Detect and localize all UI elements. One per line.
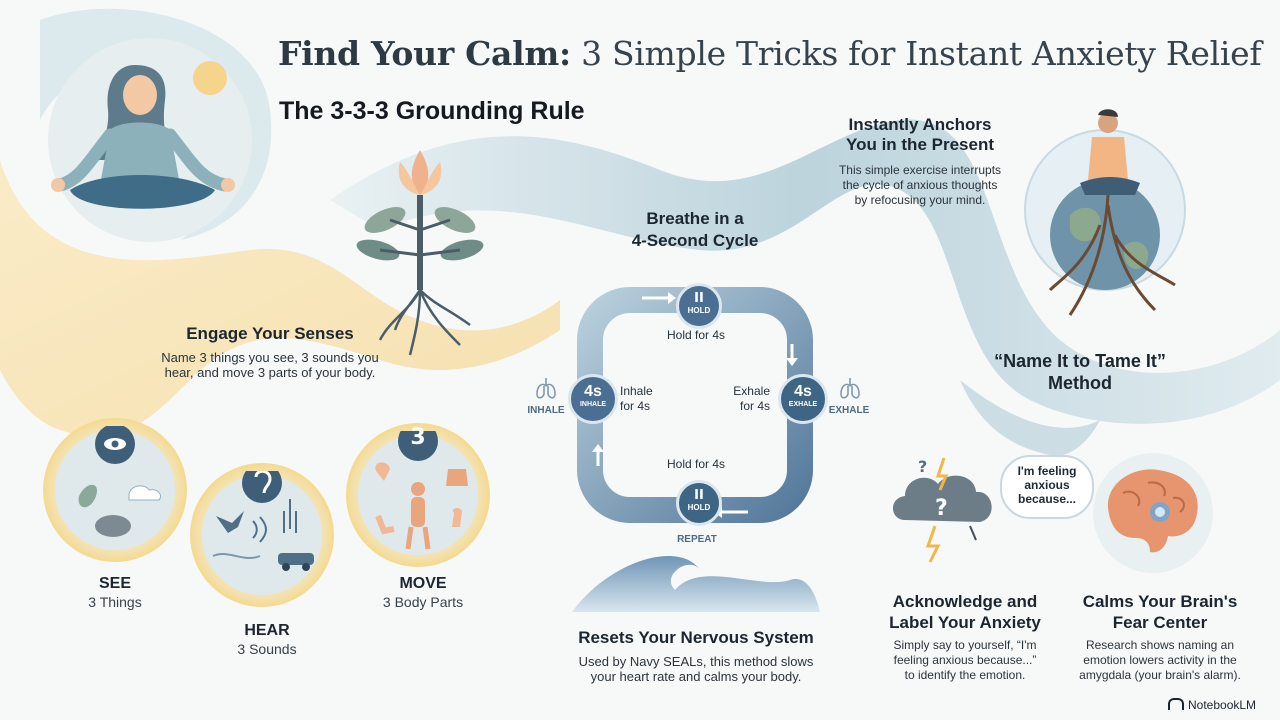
exhale-side-label: EXHALE [828,405,870,416]
move-label: MOVE [399,575,447,592]
hear-circle [198,463,326,599]
shirt-icon [446,469,468,486]
lungs-icon [840,378,860,399]
ear-icon [254,469,272,494]
leaf-icon [78,484,98,508]
stone-icon [95,515,131,537]
hold-bottom-badge: II HOLD [676,480,722,526]
svg-text:?: ? [918,457,927,476]
move-sub: 3 Body Parts [382,594,464,610]
grounding-rule-heading: The 3-3-3 Grounding Rule [279,97,585,125]
name-it-title: “Name It to Tame It”Method [994,351,1166,393]
notebooklm-logo-icon [1168,698,1184,710]
globe-roots-illustration [1048,109,1176,316]
lungs-icon [536,378,556,399]
sound-waves-icon [252,516,267,543]
car-icon [278,553,314,565]
engage-senses-title: Engage Your Senses [186,324,354,343]
pause-icon: II [694,488,704,503]
page-title: Find Your Calm: 3 Simple Tricks for Inst… [278,34,1262,73]
hear-label: HEAR [244,622,290,639]
notebooklm-brand: NotebookLM [1168,698,1256,712]
hear-sub: 3 Sounds [237,641,297,657]
body-figure-icon [411,482,425,496]
hold-top-badge: II HOLD [676,283,722,329]
hand-icon [375,462,390,481]
svg-text:?: ? [935,496,948,521]
wind-chime-icon [283,499,297,533]
inhale-side-label: INHALE [527,405,565,416]
move-circle: 3 [354,421,482,559]
inhale-badge: 4s INHALE [568,374,618,424]
pause-icon: II [694,291,704,306]
brain-illustration [1093,453,1213,573]
meditating-person-illustration [51,65,235,209]
hold-bottom-text: Hold for 4s [666,457,726,471]
bird-icon [216,511,244,533]
hold-top-text: Hold for 4s [666,328,726,342]
see-label: SEE [98,575,131,592]
exhale-badge: 4s EXHALE [778,374,828,424]
cloud-icon [128,485,162,501]
see-sub: 3 Things [88,594,142,610]
breathing-cycle-arrows [592,292,798,518]
reset-title: Resets Your Nervous System [578,628,814,647]
see-circle [51,424,179,554]
anxious-cloud-illustration: ? ? [892,457,992,563]
lotus-tree-illustration [356,150,484,356]
move-count-badge: 3 [410,425,426,450]
repeat-label: REPEAT [677,534,717,545]
foot-icon [375,514,395,535]
